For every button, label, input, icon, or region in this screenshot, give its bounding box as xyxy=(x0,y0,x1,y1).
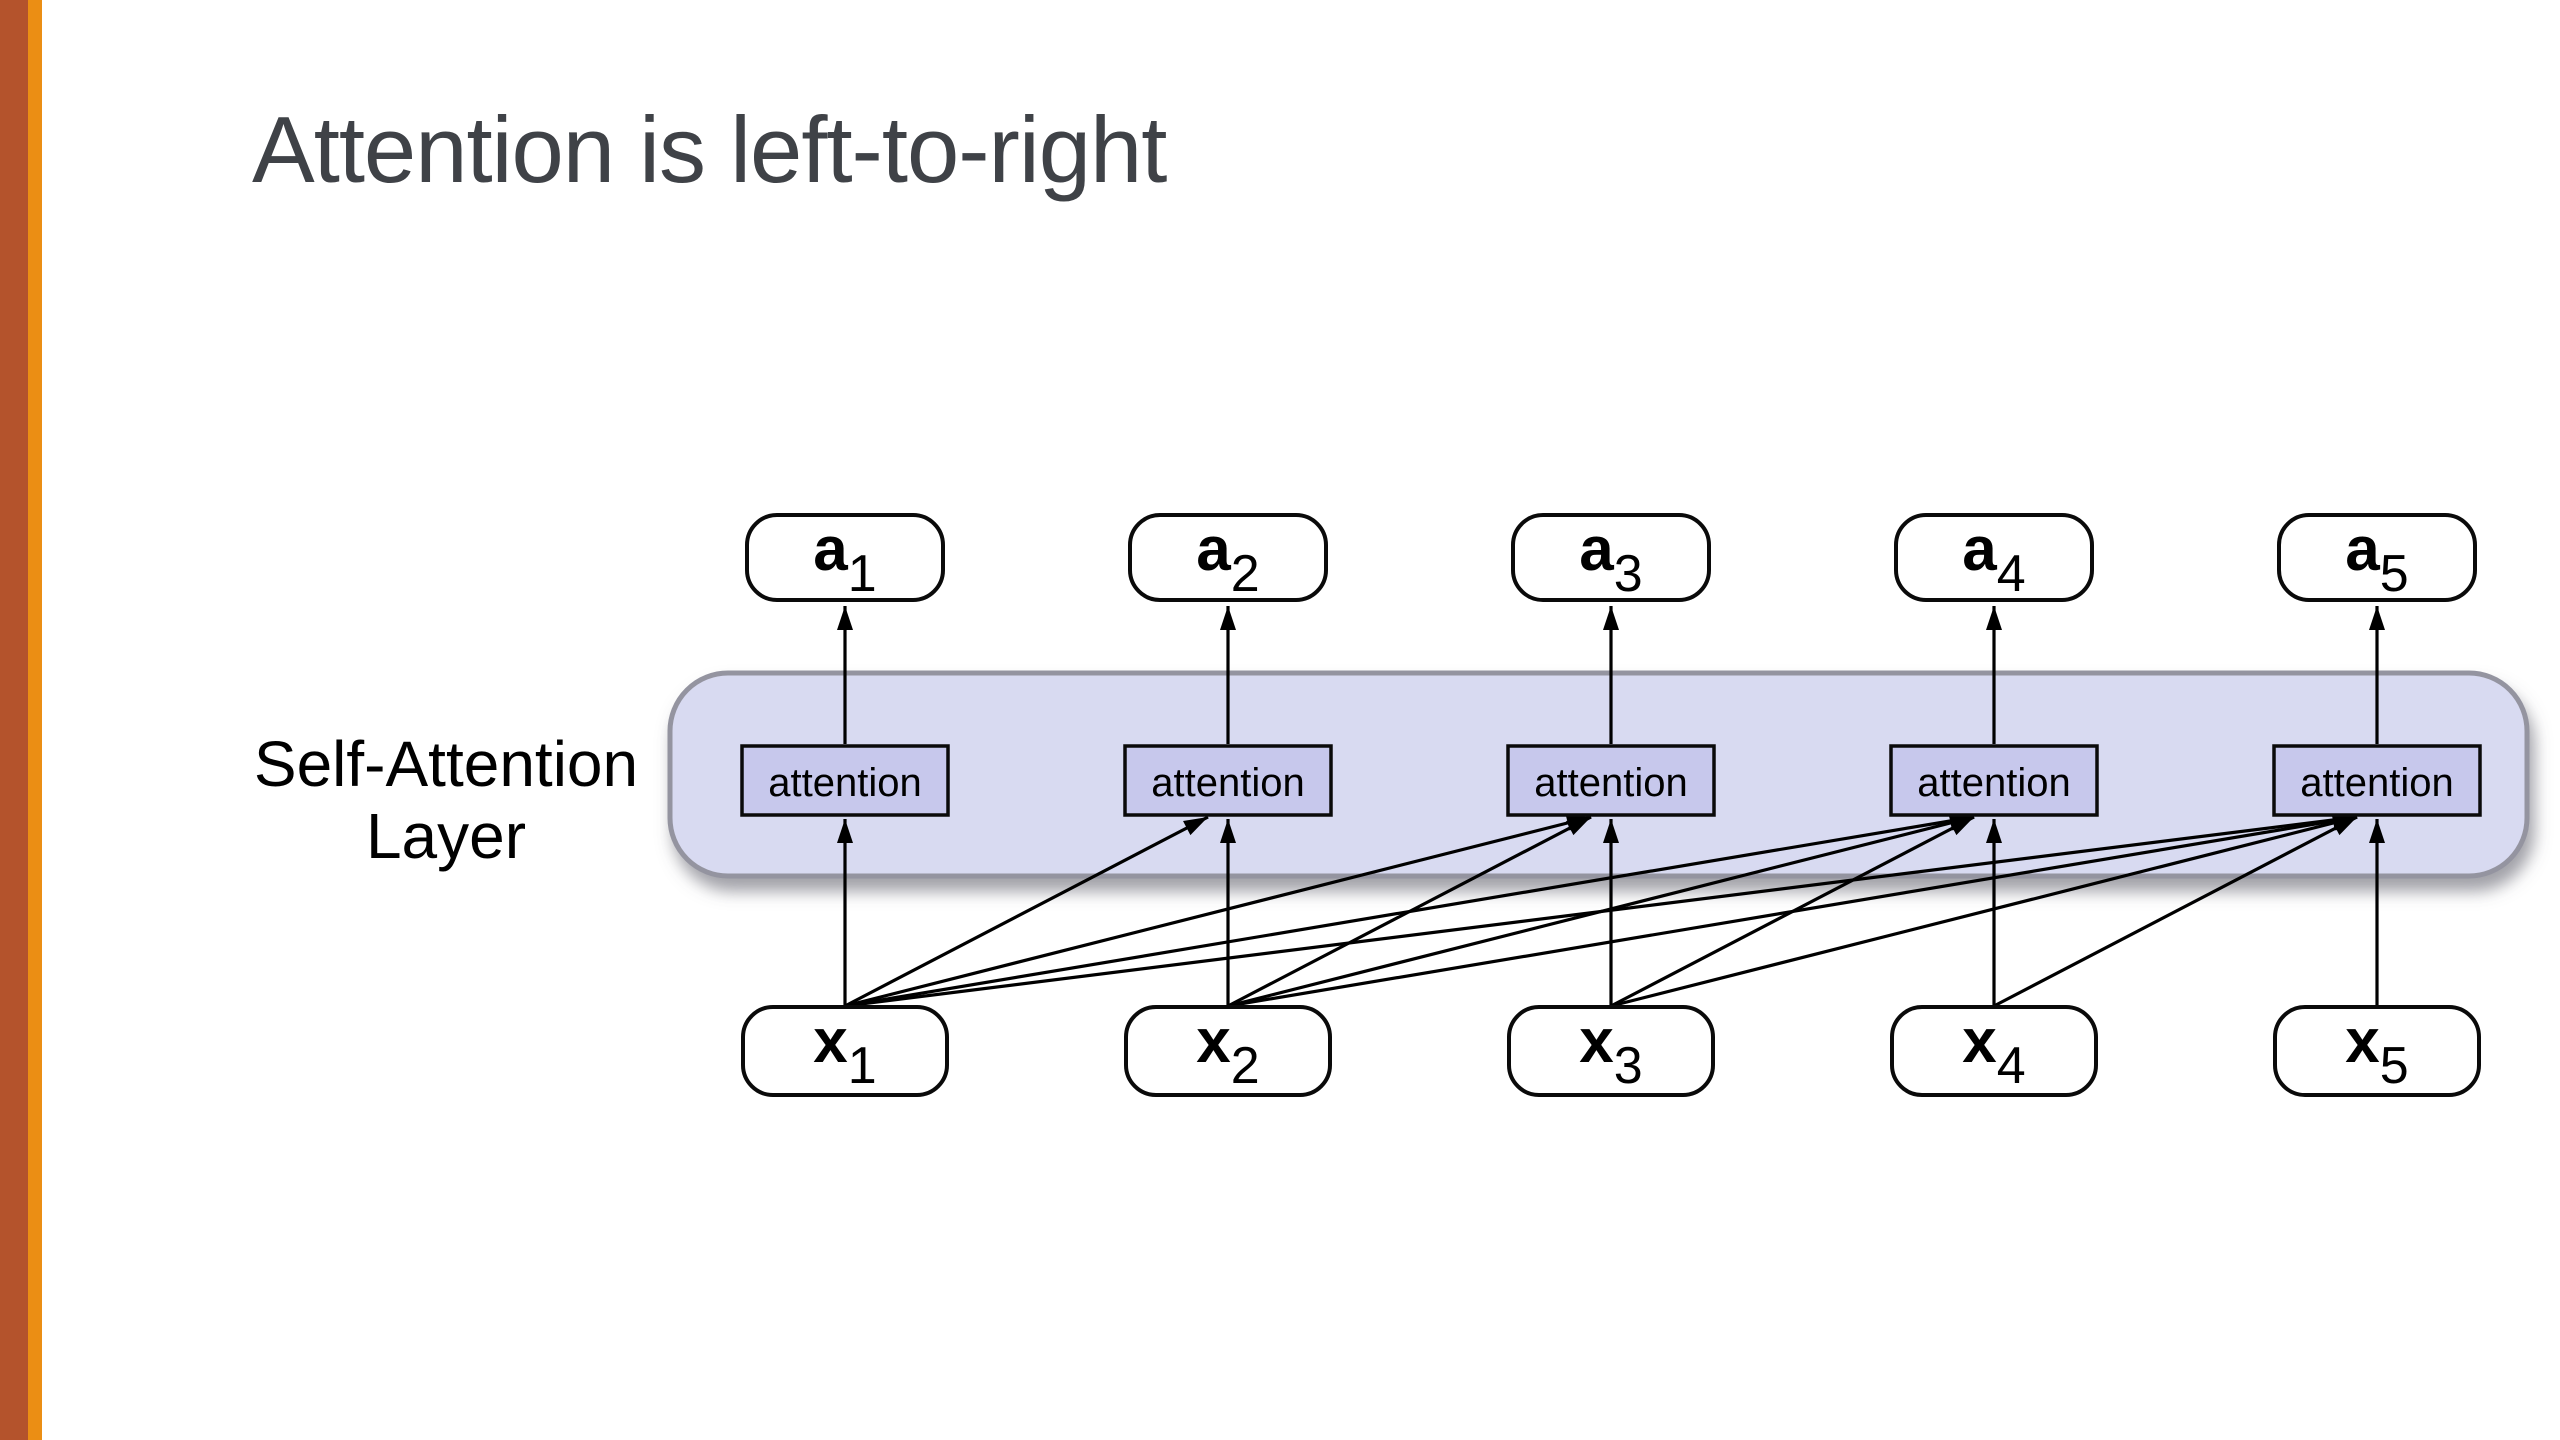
attention-box-2 xyxy=(1123,744,1333,817)
input-node-x1-label: x1 xyxy=(813,1007,876,1095)
input-node-x2-label: x2 xyxy=(1196,1007,1259,1095)
input-node-x5 xyxy=(2273,1005,2481,1097)
output-node-a5-label: a5 xyxy=(2345,515,2408,603)
letter: x xyxy=(1579,1007,1614,1076)
output-node-a2-label: a2 xyxy=(1196,515,1259,603)
slide-title: Attention is left-to-right xyxy=(252,97,1167,202)
letter: x xyxy=(1196,1007,1231,1076)
subscript: 3 xyxy=(1614,1037,1643,1095)
letter: a xyxy=(1579,515,1614,584)
letter: a xyxy=(1962,515,1997,584)
attention-box-5-label: attention xyxy=(2300,761,2453,805)
output-nodes: a1 a2 a3 a4 a5 xyxy=(745,513,2477,603)
attention-box-3 xyxy=(1506,744,1716,817)
edge-x4-att5 xyxy=(1993,815,2358,1008)
input-node-x5-label: x5 xyxy=(2345,1007,2408,1095)
subscript: 2 xyxy=(1231,1037,1260,1095)
input-node-x4-label: x4 xyxy=(1962,1007,2025,1095)
letter: x xyxy=(813,1007,848,1076)
attention-box-5 xyxy=(2272,744,2482,817)
letter: a xyxy=(1196,515,1231,584)
input-nodes: x1 x2 x3 x4 x5 xyxy=(741,1005,2481,1097)
input-node-x2 xyxy=(1124,1005,1332,1097)
edge-x2-att4 xyxy=(1227,815,1975,1008)
layer-label-line1: Self-Attention xyxy=(254,728,638,800)
output-node-a4-label: a4 xyxy=(1962,515,2025,603)
subscript: 4 xyxy=(1997,545,2026,603)
letter: x xyxy=(1962,1007,1997,1076)
attention-box-4 xyxy=(1889,744,2099,817)
edge-x2-att3 xyxy=(1227,815,1592,1008)
attention-box-2-label: attention xyxy=(1151,761,1304,805)
edge-x3-att4 xyxy=(1610,815,1975,1008)
output-node-a3-label: a3 xyxy=(1579,515,1642,603)
subscript: 4 xyxy=(1997,1037,2026,1095)
attention-box-3-label: attention xyxy=(1534,761,1687,805)
subscript: 3 xyxy=(1614,545,1643,603)
subscript: 1 xyxy=(848,1037,877,1095)
output-node-a2 xyxy=(1128,513,1328,602)
output-node-a1 xyxy=(745,513,945,602)
attention-edges xyxy=(837,606,2385,1008)
edge-x3-att5 xyxy=(1610,815,2358,1008)
attention-box-1 xyxy=(740,744,950,817)
edge-x1-att2 xyxy=(844,815,1209,1008)
output-node-a1-label: a1 xyxy=(813,515,876,603)
input-node-x3 xyxy=(1507,1005,1715,1097)
accent-bar-dark xyxy=(0,0,28,1440)
letter: x xyxy=(2345,1007,2380,1076)
letter: a xyxy=(813,515,848,584)
subscript: 2 xyxy=(1231,545,1260,603)
subscript: 5 xyxy=(2380,545,2409,603)
letter: a xyxy=(2345,515,2380,584)
layer-label-line2: Layer xyxy=(366,800,526,872)
output-node-a3 xyxy=(1511,513,1711,602)
input-node-x1 xyxy=(741,1005,949,1097)
subscript: 1 xyxy=(848,545,877,603)
edge-x1-att3 xyxy=(844,815,1592,1008)
input-node-x4 xyxy=(1890,1005,2098,1097)
output-node-a5 xyxy=(2277,513,2477,602)
attention-box-1-label: attention xyxy=(768,761,921,805)
input-node-x3-label: x3 xyxy=(1579,1007,1642,1095)
output-node-a4 xyxy=(1894,513,2094,602)
accent-bar-bright xyxy=(28,0,42,1440)
subscript: 5 xyxy=(2380,1037,2409,1095)
attention-boxes: attention attention attention attention … xyxy=(740,744,2482,817)
attention-box-4-label: attention xyxy=(1917,761,2070,805)
